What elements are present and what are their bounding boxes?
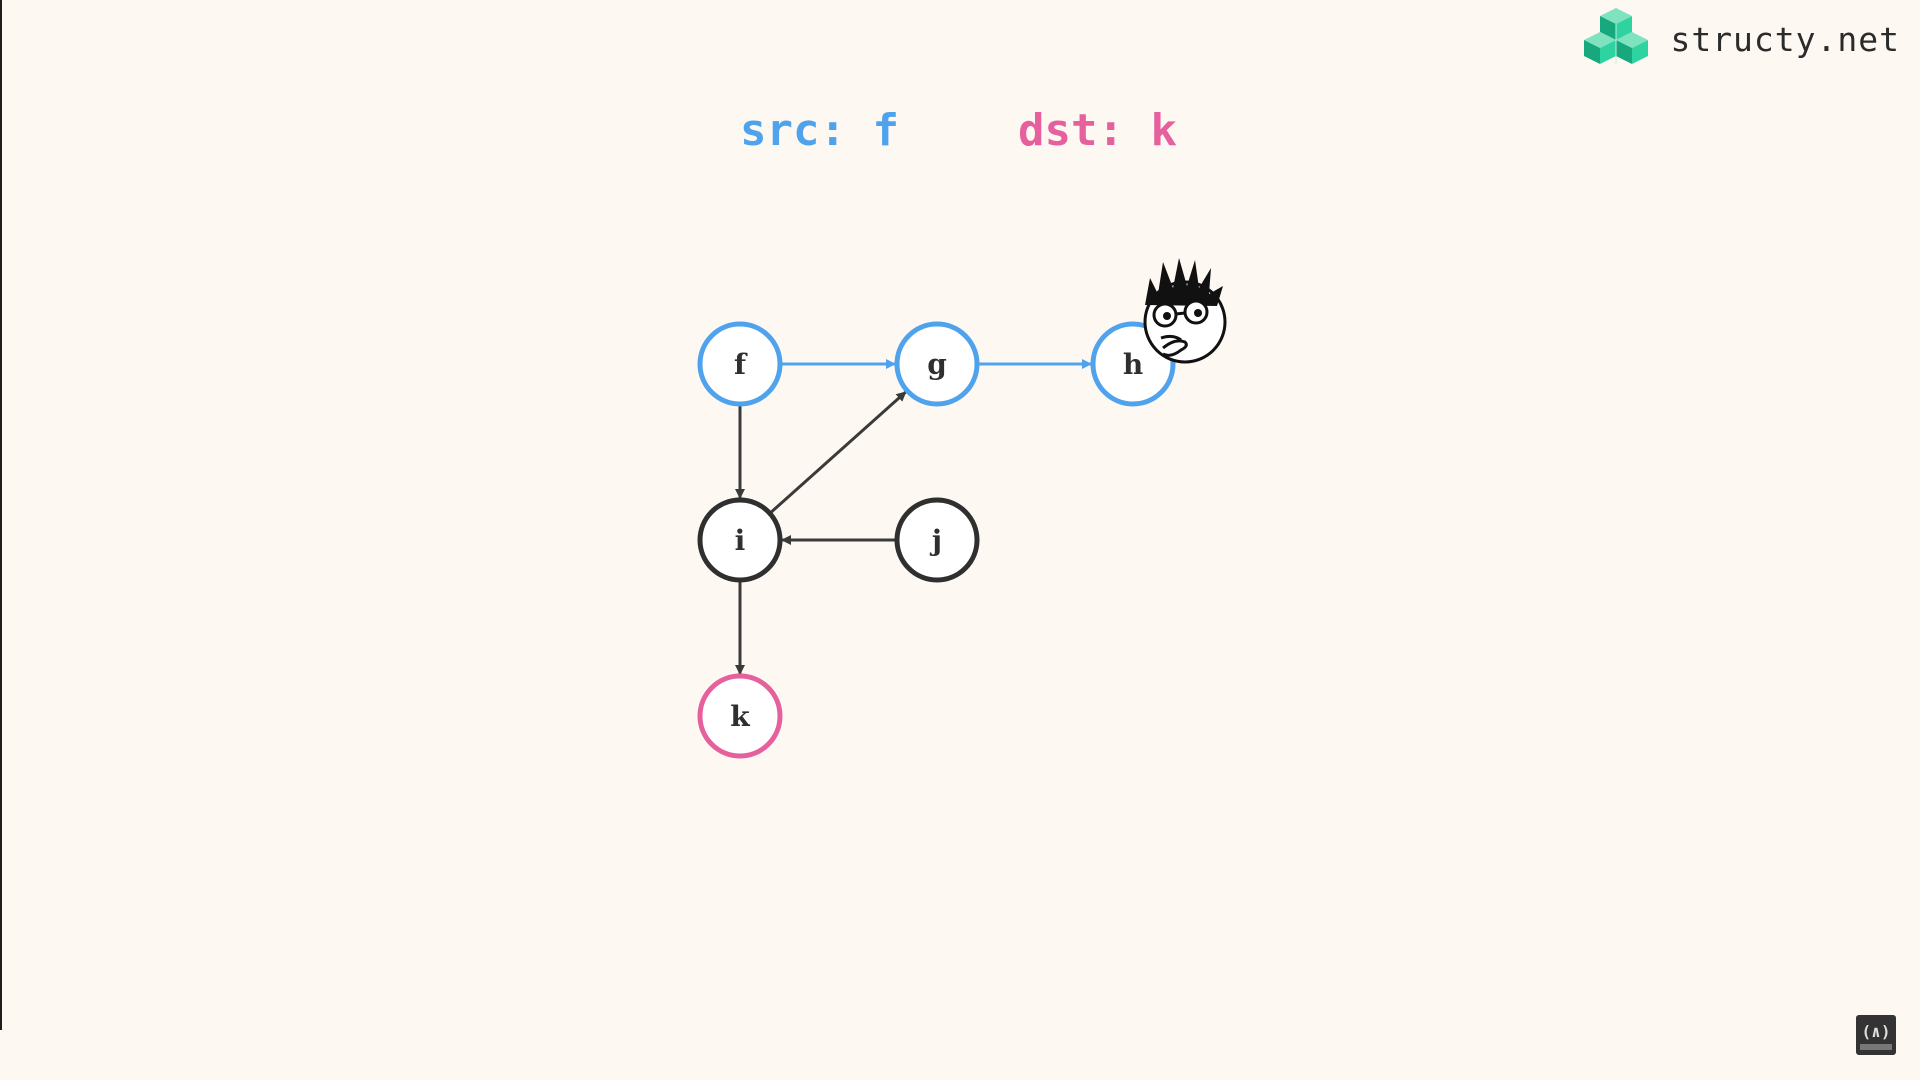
node-k-label: k (730, 700, 750, 733)
node-k-circle (697, 673, 783, 759)
left-edge-rule (0, 0, 2, 1030)
edge-i-g (770, 390, 907, 514)
node-g: g (894, 321, 980, 407)
query-header: src: f dst: k (0, 105, 1920, 165)
node-i-label: i (735, 524, 746, 557)
dst-label: dst: k (1018, 105, 1177, 156)
svg-text:(∧): (∧) (1862, 1022, 1891, 1041)
node-i: i (697, 497, 783, 583)
graph-edges (735, 359, 1092, 675)
node-j-circle (894, 497, 980, 583)
node-k: k (697, 673, 783, 759)
node-j-label: j (929, 524, 942, 557)
thinking-character-icon (1143, 258, 1227, 364)
node-j: j (894, 497, 980, 583)
graph-nodes: f g h i j k (697, 321, 1176, 759)
node-f-circle (697, 321, 783, 407)
node-g-circle (894, 321, 980, 407)
structy-cube-logo-icon (1584, 8, 1649, 64)
node-g-label: g (927, 348, 947, 381)
node-f: f (697, 321, 783, 407)
node-h-label: h (1123, 348, 1143, 381)
brand-name: structy.net (1670, 19, 1900, 59)
node-f-label: f (734, 348, 748, 381)
brand[interactable]: structy.net (1580, 6, 1900, 72)
src-label: src: f (740, 105, 899, 156)
subscribe-badge-icon[interactable]: (∧) (1856, 1015, 1896, 1055)
node-i-circle (697, 497, 783, 583)
